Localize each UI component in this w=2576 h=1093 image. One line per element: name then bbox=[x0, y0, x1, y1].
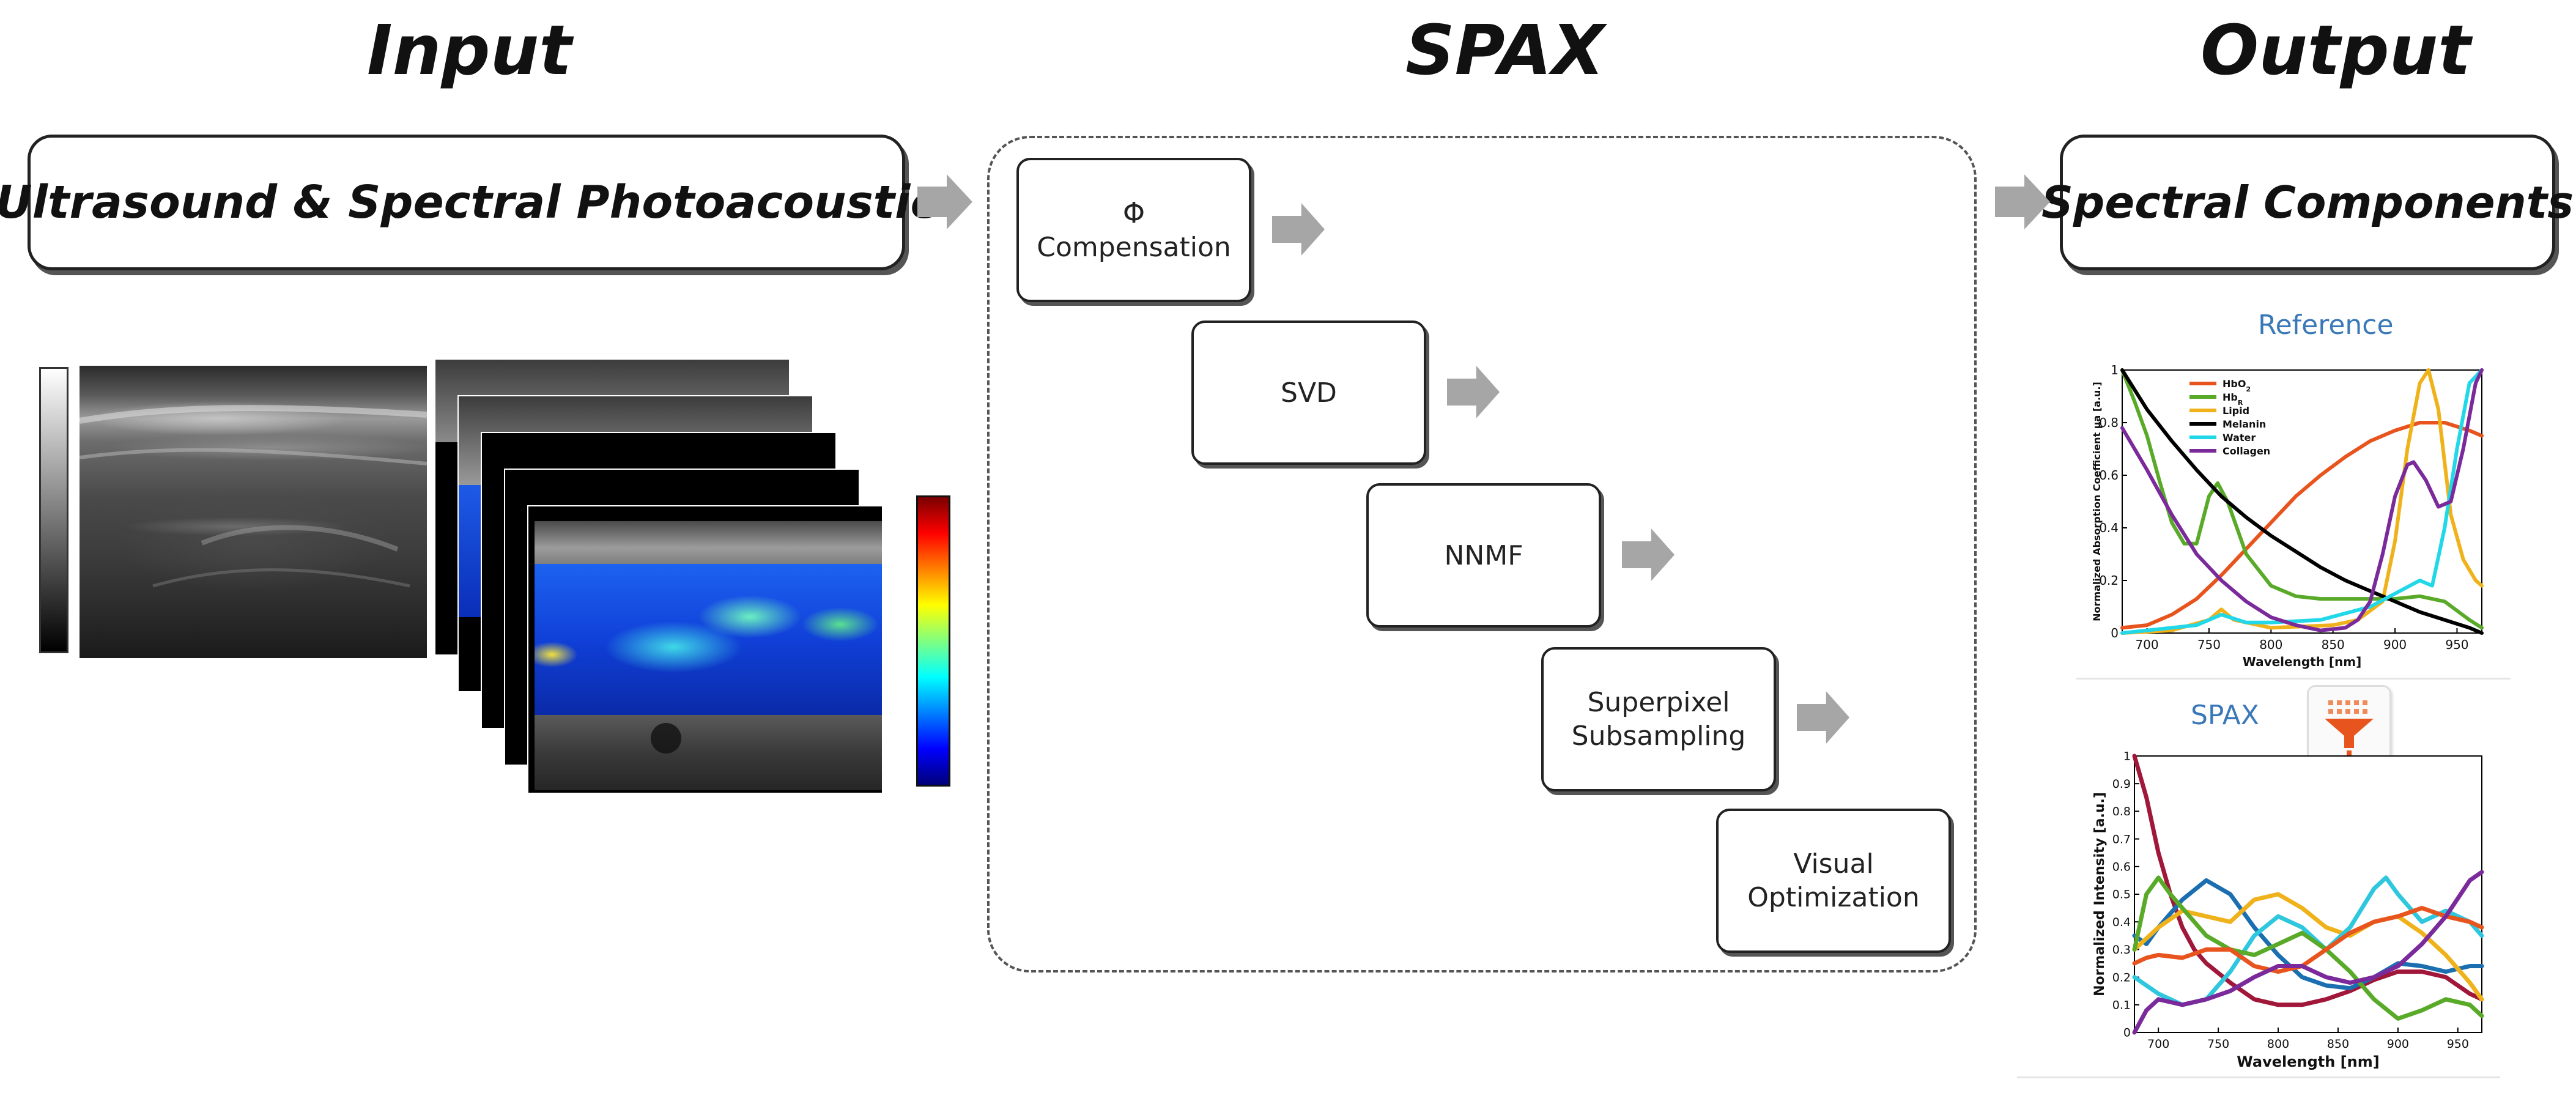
x-tick-label: 700 bbox=[2135, 637, 2158, 652]
x-axis-label: Wavelength [nm] bbox=[2243, 654, 2362, 669]
y-tick-label: 0.4 bbox=[2099, 521, 2119, 535]
legend-entry: Collagen bbox=[2223, 445, 2270, 457]
ultrasound-texture bbox=[80, 405, 427, 588]
step-nnmf: NNMF bbox=[1366, 483, 1601, 628]
y-tick-label: 0.8 bbox=[2099, 415, 2119, 430]
series-line-water bbox=[2120, 368, 2484, 635]
series-line-7 bbox=[2132, 870, 2484, 1035]
optimization-label: Optimization bbox=[1747, 882, 1920, 913]
plot-area bbox=[2122, 369, 2482, 634]
series-line-hbr bbox=[2120, 368, 2484, 630]
spax-section-title: SPAX bbox=[1405, 11, 1605, 91]
reference-chart-title: Reference bbox=[2258, 309, 2394, 341]
x-tick-label: 900 bbox=[2387, 1037, 2409, 1051]
ultrasound-image bbox=[80, 366, 427, 658]
legend-entry: Lipid bbox=[2223, 405, 2249, 417]
y-tick-label: 0.9 bbox=[2112, 777, 2131, 791]
y-tick-label: 0.3 bbox=[2112, 943, 2131, 957]
legend-entry: Melanin bbox=[2223, 418, 2266, 430]
nnmf-label: NNMF bbox=[1444, 539, 1523, 571]
output-section-title: Output bbox=[2200, 11, 2471, 91]
y-tick-label: 0.7 bbox=[2112, 832, 2131, 846]
output-banner: Spectral Components bbox=[2041, 135, 2574, 270]
legend-entry: Water bbox=[2223, 432, 2256, 443]
photoacoustic-image bbox=[535, 521, 882, 790]
y-tick-label: 0 bbox=[2123, 1026, 2131, 1040]
step3-arrow-icon bbox=[1622, 528, 1675, 581]
spax-pipeline-container bbox=[987, 136, 1977, 973]
step-svd: SVD bbox=[1191, 320, 1426, 465]
jet-colorbar bbox=[916, 495, 950, 787]
x-tick-label: 950 bbox=[2447, 1037, 2469, 1051]
phi-symbol: Φ bbox=[1122, 196, 1146, 229]
series-line-hbo2 bbox=[2120, 421, 2484, 630]
y-tick-label: 1 bbox=[2123, 750, 2131, 763]
y-tick-label: 0.4 bbox=[2112, 916, 2131, 929]
y-tick-label: 0.8 bbox=[2112, 805, 2131, 818]
superpixel-label: Superpixel bbox=[1587, 687, 1730, 718]
step4-arrow-icon bbox=[1797, 691, 1849, 744]
grayscale-colorbar bbox=[39, 367, 68, 653]
visual-label: Visual bbox=[1793, 848, 1874, 880]
spax-funnel-logo-icon bbox=[2307, 685, 2391, 762]
bottom-divider bbox=[2017, 1076, 2500, 1078]
y-tick-label: 0.2 bbox=[2099, 573, 2119, 588]
step2-arrow-icon bbox=[1447, 366, 1500, 418]
legend-entry: HbO2 bbox=[2223, 378, 2251, 393]
x-tick-label: 800 bbox=[2259, 637, 2282, 652]
series-line-collagen bbox=[2120, 368, 2484, 632]
spax-to-output-arrow-icon bbox=[1995, 174, 2050, 229]
y-tick-label: 0.2 bbox=[2112, 971, 2131, 984]
x-tick-label: 700 bbox=[2147, 1037, 2169, 1051]
y-tick-label: 0.6 bbox=[2112, 860, 2131, 873]
input-to-spax-arrow-icon bbox=[917, 174, 972, 229]
spax-chart: 700 750 800 850 900 950 0 0.1 0.2 0.3 0.4 0.5 0.6 0.7… bbox=[2092, 750, 2484, 1070]
series-line-lipid bbox=[2120, 368, 2484, 635]
step1-arrow-icon bbox=[1272, 203, 1325, 256]
y-axis-label: Normalized Intensity [a.u.] bbox=[2092, 792, 2108, 996]
step-superpixel-subsampling: Superpixel Subsampling bbox=[1541, 647, 1776, 791]
reference-chart: 700 750 800 850 900 950 0 0.2 0.4 0.6 0.8 1Waveleng… bbox=[2091, 363, 2484, 669]
input-section-title: Input bbox=[367, 11, 572, 91]
step-phi-compensation: Φ Compensation bbox=[1016, 158, 1251, 302]
spax-chart-title: SPAX bbox=[2191, 700, 2259, 731]
y-axis-label: Normalized Absorption Coefficient μa [a.… bbox=[2091, 382, 2103, 621]
series-line-2 bbox=[2132, 878, 2484, 991]
input-banner-label: Ultrasound & Spectral Photoacoustic bbox=[0, 176, 938, 229]
x-tick-label: 750 bbox=[2207, 1037, 2229, 1051]
x-tick-label: 750 bbox=[2197, 637, 2221, 652]
legend-entry: HbR bbox=[2223, 391, 2243, 407]
charts-divider bbox=[2076, 678, 2511, 680]
x-axis-label: Wavelength [nm] bbox=[2237, 1053, 2379, 1070]
x-tick-label: 800 bbox=[2267, 1037, 2289, 1051]
output-banner-label: Spectral Components bbox=[2041, 177, 2574, 228]
x-tick-label: 850 bbox=[2322, 637, 2345, 652]
y-tick-label: 1 bbox=[2111, 363, 2119, 377]
input-banner: Ultrasound & Spectral Photoacoustic bbox=[0, 135, 937, 270]
series-line-3 bbox=[2132, 892, 2484, 1002]
y-tick-label: 0.1 bbox=[2112, 998, 2131, 1012]
y-tick-label: 0 bbox=[2111, 626, 2119, 640]
series-line-melanin bbox=[2120, 368, 2484, 635]
series-line-5 bbox=[2132, 875, 2484, 1021]
subsampling-label: Subsampling bbox=[1571, 721, 1746, 752]
x-tick-label: 850 bbox=[2327, 1037, 2349, 1051]
step-visual-optimization: Visual Optimization bbox=[1716, 809, 1951, 953]
y-tick-label: 0.5 bbox=[2112, 888, 2131, 902]
svd-label: SVD bbox=[1281, 377, 1337, 409]
x-tick-label: 900 bbox=[2383, 637, 2407, 652]
compensation-label: Compensation bbox=[1037, 232, 1231, 264]
x-tick-label: 950 bbox=[2445, 637, 2468, 652]
y-tick-label: 0.6 bbox=[2099, 468, 2119, 483]
